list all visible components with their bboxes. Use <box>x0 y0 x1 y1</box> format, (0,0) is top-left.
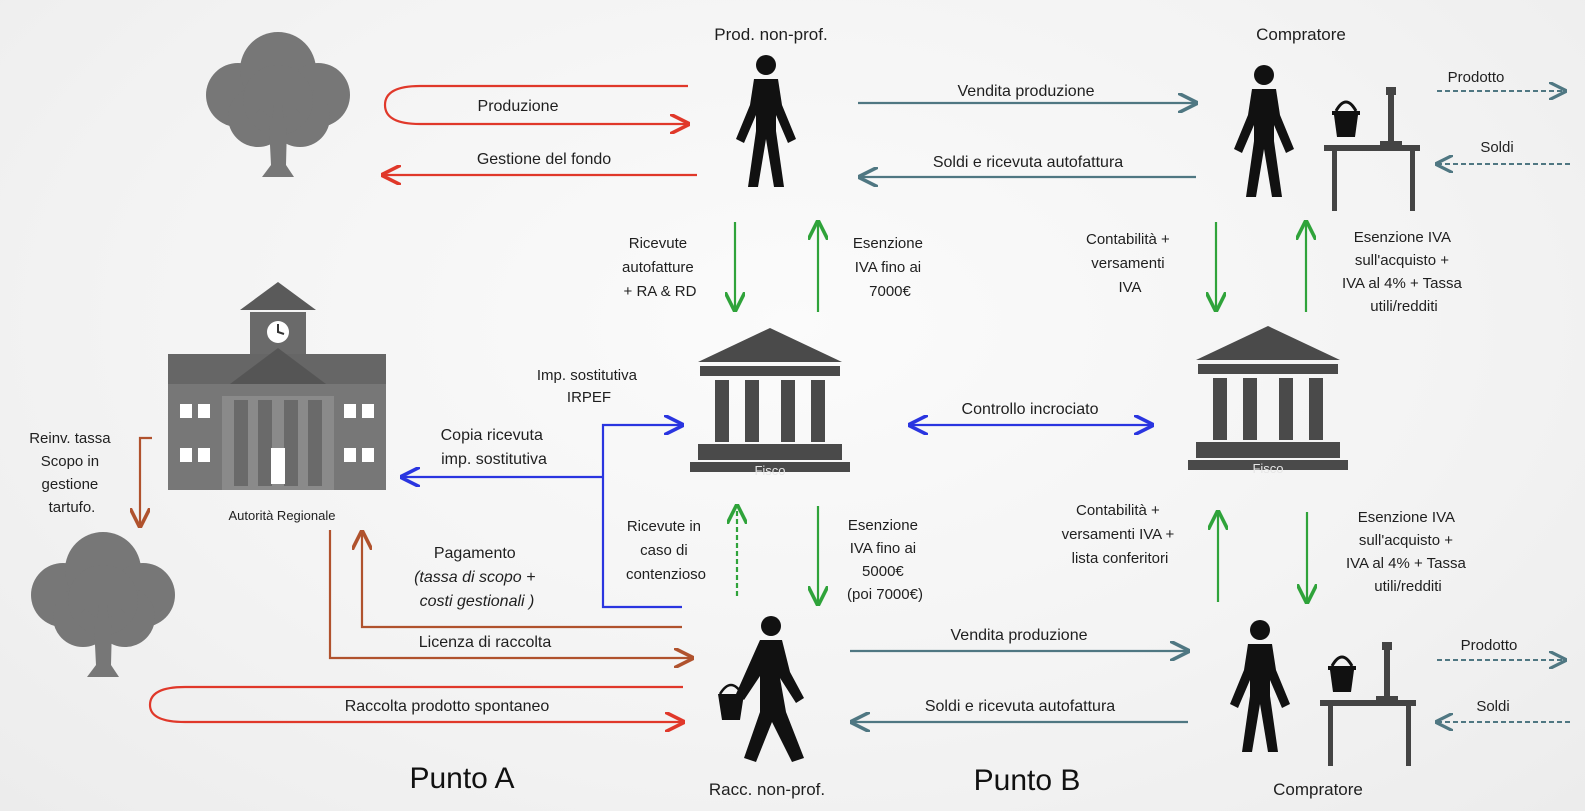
punto-a-label: Punto A <box>409 762 514 795</box>
produzione-label: Produzione <box>478 98 559 115</box>
fisco-left-label: Fisco <box>754 463 785 478</box>
contabilita-bottom-label: Contabilità + versamenti IVA + lista con… <box>1062 502 1179 567</box>
imp-sostitutiva-arrow <box>601 425 682 609</box>
vendita-top-label: Vendita produzione <box>958 83 1095 100</box>
ricevute-autofatture-label: Ricevute autofatture + RA & RD <box>622 235 698 300</box>
fisco-right-bank-icon <box>1188 326 1348 470</box>
autorita-label: Autorità Regionale <box>229 508 336 523</box>
ricevute-contenzioso-label: Ricevute in caso di contenzioso <box>626 518 706 583</box>
contabilita-top-label: Contabilità + versamenti IVA <box>1086 231 1174 296</box>
walking-person-basket-icon <box>718 616 804 762</box>
prod-non-prof-person-icon <box>736 55 796 187</box>
soldi-ricevuta-bottom-label: Soldi e ricevuta autofattura <box>925 698 1115 715</box>
compratore-top-person-icon <box>1234 65 1294 197</box>
vendita-bottom-label: Vendita produzione <box>951 627 1088 644</box>
raccolta-arrow <box>148 685 683 722</box>
esenzione-iva-top-label: Esenzione IVA sull'acquisto + IVA al 4% … <box>1342 229 1466 315</box>
soldi-bottom-label: Soldi <box>1476 698 1509 715</box>
compratore-top-label: Compratore <box>1256 25 1346 44</box>
soldi-ricevuta-top-label: Soldi e ricevuta autofattura <box>933 154 1123 171</box>
esenzione-iva-bottom-label: Esenzione IVA sull'acquisto + IVA al 4% … <box>1346 509 1470 595</box>
fisco-left-bank-icon <box>690 328 850 472</box>
pagamento-label: Pagamento (tassa di scopo + costi gestio… <box>414 545 540 610</box>
racc-non-prof-label: Racc. non-prof. <box>709 780 825 799</box>
imp-sostitutiva-label: Imp. sostitutiva IRPEF <box>537 367 641 406</box>
compratore-bottom-label: Compratore <box>1273 780 1363 799</box>
reinv-arrow <box>140 436 152 526</box>
town-hall-icon <box>168 282 386 490</box>
compratore-bottom-person-icon <box>1230 620 1290 752</box>
tree-icon <box>31 532 175 677</box>
soldi-top-label: Soldi <box>1480 139 1513 156</box>
gestione-fondo-label: Gestione del fondo <box>477 151 611 168</box>
market-stall-scale-icon <box>1322 85 1422 213</box>
prodotto-top-label: Prodotto <box>1448 69 1505 86</box>
produzione-arrow <box>383 84 688 124</box>
esenzione-7000-label: Esenzione IVA fino ai 7000€ <box>853 235 927 300</box>
prod-non-prof-label: Prod. non-prof. <box>714 25 827 44</box>
licenza-arrow <box>328 530 692 658</box>
controllo-incrociato-label: Controllo incrociato <box>962 401 1099 418</box>
tree-icon <box>206 32 350 177</box>
fisco-right-label: Fisco <box>1252 461 1283 476</box>
raccolta-label: Raccolta prodotto spontaneo <box>345 698 550 715</box>
pagamento-arrow <box>362 532 682 629</box>
esenzione-5000-label: Esenzione IVA fino ai 5000€ (poi 7000€) <box>847 517 923 603</box>
punto-b-label: Punto B <box>974 764 1081 797</box>
reinv-label: Reinv. tassa Scopo in gestione tartufo. <box>29 430 115 516</box>
licenza-label: Licenza di raccolta <box>419 634 552 651</box>
copia-ricevuta-label: Copia ricevuta imp. sostitutiva <box>441 427 548 468</box>
prodotto-bottom-label: Prodotto <box>1461 637 1518 654</box>
market-stall-scale-icon <box>1318 640 1418 768</box>
